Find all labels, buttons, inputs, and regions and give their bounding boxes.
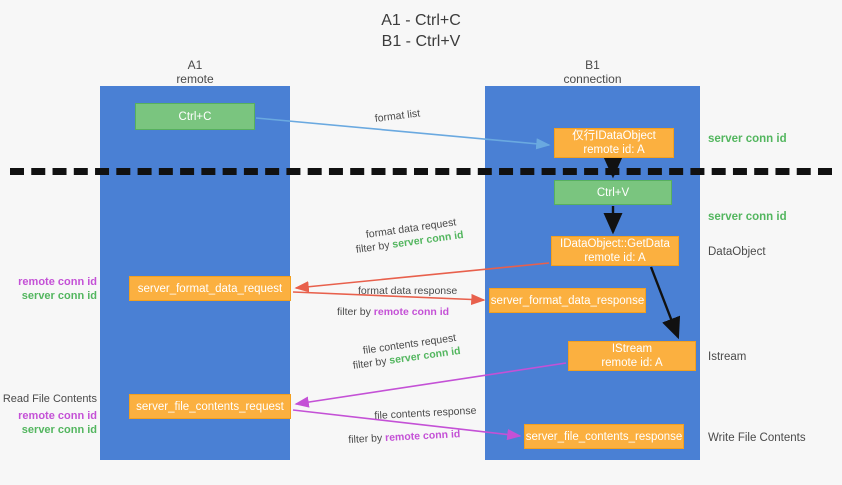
node-sfc-response-label: server_file_contents_response <box>525 430 683 443</box>
wire-getdata-to-istream <box>649 266 681 340</box>
note-remote-conn-id-1: remote conn id <box>18 276 97 288</box>
filter-value-remote-conn-id: remote conn id <box>373 306 450 318</box>
page-title: A1 - Ctrl+C B1 - Ctrl+V <box>0 10 842 52</box>
note-server-conn-id-top: server conn id <box>708 133 787 145</box>
wire-format-data-request <box>294 262 550 293</box>
title-line-1: A1 - Ctrl+C <box>381 12 461 29</box>
lane-header-a1: A1 remote <box>100 58 290 86</box>
lane-a1-sub: remote <box>176 72 214 86</box>
node-idataobject[interactable]: 仅行IDataObject remote id: A <box>554 128 674 158</box>
note-istream: Istream <box>708 351 747 363</box>
node-server-file-contents-response[interactable]: server_file_contents_response <box>524 424 684 449</box>
lane-a1-name: A1 <box>187 58 203 72</box>
node-getdata-line1: IDataObject::GetData <box>560 238 670 250</box>
node-sfd-request-label: server_format_data_request <box>137 282 283 295</box>
node-ctrl-v[interactable]: Ctrl+V <box>554 180 672 205</box>
edge-label-format-data-response-text: format data response <box>358 285 458 297</box>
note-server-conn-id-1: server conn id <box>21 290 97 302</box>
node-getdata-line2: remote id: A <box>584 252 646 264</box>
lane-b1-name: B1 <box>585 58 600 72</box>
node-istream[interactable]: IStream remote id: A <box>568 341 696 371</box>
node-idataobject-line1: 仅行IDataObject <box>572 130 656 142</box>
dashed-divider <box>10 168 832 175</box>
node-ctrl-c-line1: Ctrl+C <box>178 110 212 123</box>
wire-file-contents-request <box>294 362 567 408</box>
node-server-format-data-response[interactable]: server_format_data_response <box>489 288 646 313</box>
filter-prefix: filter by <box>337 306 374 318</box>
note-data-object: DataObject <box>708 246 766 258</box>
node-istream-line1: IStream <box>611 343 653 355</box>
node-ctrl-c[interactable]: Ctrl+C <box>135 103 255 130</box>
wire-file-contents-response <box>292 409 522 441</box>
filter-prefix: filter by <box>348 432 386 446</box>
node-idataobject-line2: remote id: A <box>583 144 645 156</box>
note-write-file-contents: Write File Contents <box>708 432 806 444</box>
node-sfd-response-label: server_format_data_response <box>490 294 645 307</box>
node-idataobject-getdata[interactable]: IDataObject::GetData remote id: A <box>551 236 679 266</box>
note-read-file-contents: Read File Contents <box>2 393 97 405</box>
edge-label-format-data-response-filter: filter by remote conn id <box>337 305 449 319</box>
lane-b1-sub: connection <box>563 72 622 86</box>
note-group-conn-ids-bottom: remote conn id server conn id <box>0 409 97 437</box>
note-group-conn-ids-top: remote conn id server conn id <box>0 275 97 303</box>
node-sfc-request-label: server_file_contents_request <box>136 400 284 413</box>
wire-format-list <box>255 117 551 150</box>
node-ctrl-v-line1: Ctrl+V <box>596 186 630 199</box>
lane-header-b1: B1 connection <box>485 58 700 86</box>
note-server-conn-id-mid: server conn id <box>708 211 787 223</box>
edge-label-format-data-response: format data response <box>358 284 457 298</box>
node-server-format-data-request[interactable]: server_format_data_request <box>129 276 291 301</box>
wire-format-data-response <box>292 291 486 306</box>
filter-value-remote-conn-id: remote conn id <box>384 428 461 445</box>
note-remote-conn-id-2: remote conn id <box>18 410 97 422</box>
node-istream-line2: remote id: A <box>601 357 663 369</box>
node-server-file-contents-request[interactable]: server_file_contents_request <box>129 394 291 419</box>
note-server-conn-id-2: server conn id <box>21 424 97 436</box>
title-line-2: B1 - Ctrl+V <box>381 33 461 50</box>
